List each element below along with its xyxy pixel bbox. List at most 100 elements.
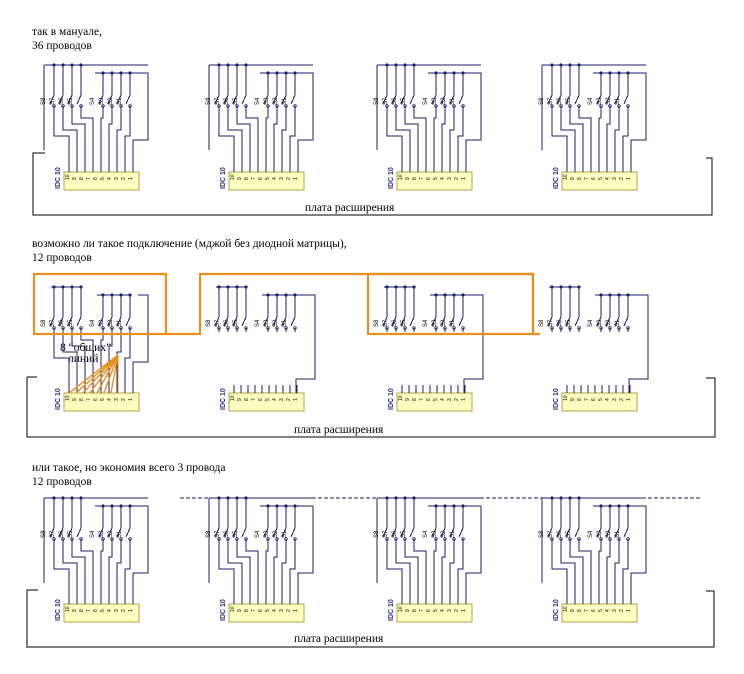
switch-label: S6: [557, 530, 563, 538]
switch-label: S1: [615, 530, 621, 538]
switch-contact: [394, 537, 398, 541]
junction-dot: [385, 285, 389, 289]
switch-contact: [266, 326, 270, 330]
switch-label: S6: [557, 97, 563, 105]
switch-contact: [61, 326, 65, 330]
switch-lever: [605, 527, 611, 538]
switch-lever: [241, 94, 247, 105]
switch-to-connector-wire: [124, 110, 131, 172]
switch-to-connector-wire: [100, 543, 104, 604]
connector-pin-label: 4: [272, 609, 278, 612]
connector-pin-label: 7: [86, 609, 92, 612]
switch-lever: [449, 94, 455, 105]
connector-pin-label: 3: [612, 609, 618, 612]
switch-contact: [617, 104, 621, 108]
switch-to-connector-wire: [124, 543, 131, 604]
connector-pin-label: 7: [251, 177, 257, 180]
connector-pin-label: 4: [272, 177, 278, 180]
switch-contact: [217, 104, 221, 108]
connector-pin-label: 4: [605, 177, 611, 180]
junction-dot: [70, 63, 74, 67]
connector-pin-label: 10: [230, 606, 236, 612]
junction-dot: [70, 285, 74, 289]
switch-to-connector-wire: [578, 110, 592, 172]
switch-lever: [574, 94, 580, 105]
switch-contact: [599, 326, 603, 330]
connector-pin-label: 10: [230, 395, 236, 401]
switch-contact: [577, 104, 581, 108]
switch-label: S1: [615, 97, 621, 105]
idc-connector-label: IDC 10: [553, 167, 560, 189]
switch-lever: [232, 527, 238, 538]
connector-pin-label: 8: [412, 177, 418, 180]
switch-lever: [98, 527, 104, 538]
switch-label: S5: [233, 97, 239, 105]
switch-lever: [409, 316, 415, 327]
switch-lever: [547, 527, 553, 538]
switch-lever: [440, 316, 446, 327]
switch-lever: [614, 316, 620, 327]
return-wire: [463, 294, 484, 393]
switch-lever: [263, 316, 269, 327]
switch-to-connector-wire: [614, 110, 620, 172]
switch-lever: [574, 316, 580, 327]
switch-contact: [443, 326, 447, 330]
connector-pin-label: 10: [65, 395, 71, 401]
switch-to-connector-wire: [100, 332, 104, 393]
section-3-subtitle: 12 проводов: [32, 476, 92, 488]
connector-pin-label: 5: [598, 398, 604, 401]
switch-contact: [599, 104, 603, 108]
switch-lever: [107, 527, 113, 538]
return-wire: [630, 505, 647, 604]
connector-pin-label: 9: [237, 609, 243, 612]
connector-pin-label: 9: [72, 177, 78, 180]
switch-contact: [461, 326, 465, 330]
switch-label: S4: [255, 319, 261, 327]
connector-pin-label: 6: [426, 398, 432, 401]
connector-pin-label: 10: [563, 606, 569, 612]
idc-connector-label: IDC 10: [553, 599, 560, 621]
common-line-fan: [89, 354, 119, 394]
connector-pin-label: 3: [114, 177, 120, 180]
switch-lever: [49, 527, 55, 538]
switch-lever: [400, 527, 406, 538]
switch-contact: [61, 537, 65, 541]
switch-contact: [110, 104, 114, 108]
switch-contact: [434, 537, 438, 541]
connector-pin-label: 7: [419, 177, 425, 180]
switch-contact: [284, 537, 288, 541]
connector-pin-label: 5: [265, 177, 271, 180]
switch-lever: [290, 316, 296, 327]
common-line-fan: [82, 354, 119, 394]
switch-to-connector-wire: [116, 332, 122, 393]
switch-label: S5: [401, 319, 407, 327]
connector-pin-label: 7: [419, 609, 425, 612]
switch-contact: [226, 326, 230, 330]
switch-contact: [275, 104, 279, 108]
connector-pin-label: 5: [433, 177, 439, 180]
switch-contact: [385, 326, 389, 330]
switch-contact: [284, 326, 288, 330]
board-label-1: плата расширения: [305, 202, 395, 214]
switch-label: S2: [273, 97, 279, 105]
switch-label: S2: [441, 319, 447, 327]
switch-label: S4: [90, 530, 96, 538]
junction-dot: [284, 293, 288, 297]
connector-pin-label: 9: [405, 177, 411, 180]
junction-dot: [568, 63, 572, 67]
connector-pin-label: 10: [398, 395, 404, 401]
junction-dot: [434, 293, 438, 297]
switch-label: S6: [392, 97, 398, 105]
switch-to-connector-wire: [560, 543, 576, 604]
connector-pin-label: 6: [426, 177, 432, 180]
connector-pin-label: 5: [433, 609, 439, 612]
switch-contact: [394, 104, 398, 108]
junction-dot: [61, 285, 65, 289]
junction-dot: [70, 496, 74, 500]
highlight-bus-right: [531, 274, 540, 336]
connector-pin-label: 2: [454, 177, 460, 180]
connector-pin-label: 1: [128, 398, 134, 401]
switch-to-connector-wire: [395, 110, 411, 172]
